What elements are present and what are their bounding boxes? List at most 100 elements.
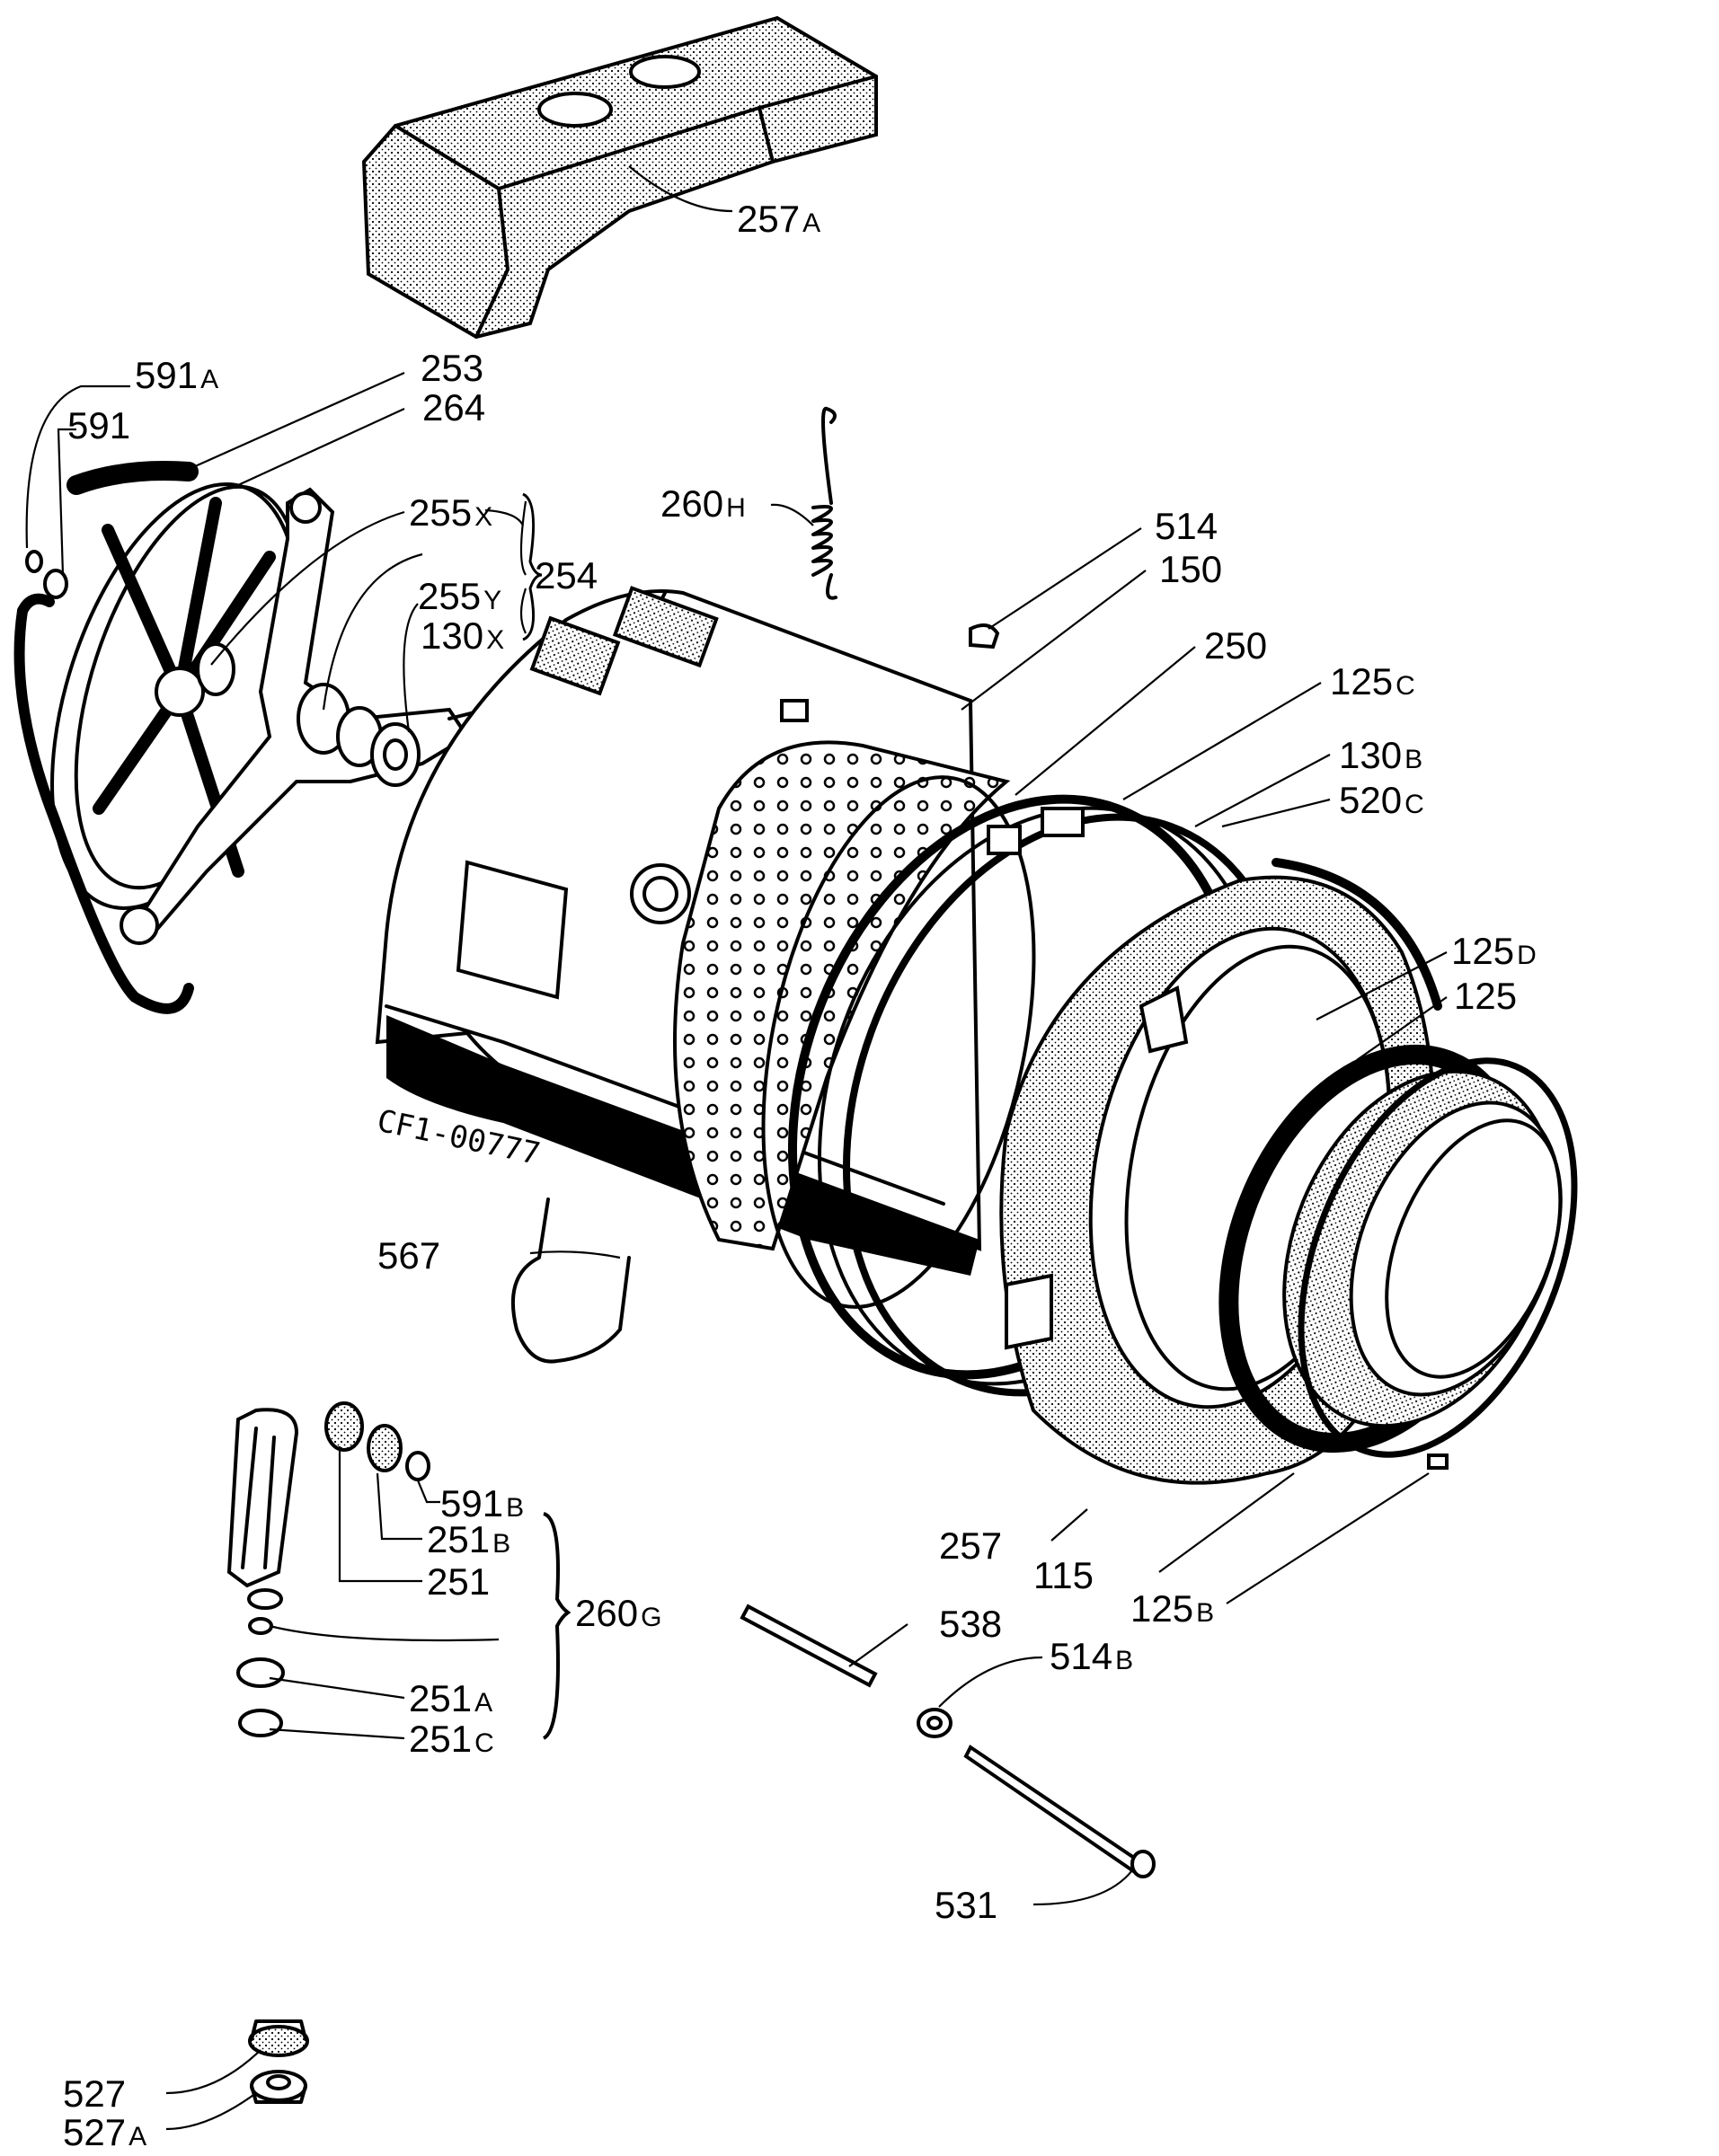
part-label-115: 115 bbox=[1033, 1554, 1094, 1596]
part-label-531: 531 bbox=[935, 1884, 997, 1926]
part-label-number: 115 bbox=[1033, 1554, 1094, 1596]
part-label-number: 538 bbox=[939, 1603, 1002, 1645]
part-label-264: 264 bbox=[422, 386, 485, 429]
part-label-number: 514 bbox=[1155, 505, 1218, 547]
part-label-number: 260 bbox=[660, 482, 723, 525]
part-label-suffix: A bbox=[128, 2122, 146, 2152]
pin-538 bbox=[740, 1604, 878, 1688]
part-label-257: 257 bbox=[939, 1524, 1002, 1567]
part-label-number: 527 bbox=[63, 2111, 126, 2153]
part-label-suffix: B bbox=[492, 1529, 510, 1559]
part-label-number: 125 bbox=[1330, 660, 1393, 702]
part-label-251: 251 bbox=[427, 1560, 490, 1603]
part-label-number: 250 bbox=[1204, 624, 1267, 667]
part-label-suffix: A bbox=[474, 1688, 492, 1718]
part-label-number: 520 bbox=[1339, 779, 1402, 821]
nut-514b bbox=[917, 1708, 953, 1738]
part-label-number: 254 bbox=[535, 554, 598, 596]
part-label-number: 255 bbox=[418, 575, 481, 617]
part-label-number: 514 bbox=[1050, 1635, 1112, 1677]
gasket-clamp-ring bbox=[1298, 1057, 1578, 1470]
part-label-suffix: B bbox=[506, 1493, 524, 1523]
part-label-suffix: G bbox=[641, 1603, 661, 1632]
washers-591 bbox=[25, 550, 68, 599]
part-label-suffix: X bbox=[486, 625, 504, 655]
part-label-number: 253 bbox=[421, 347, 483, 389]
drum-spider-bracket bbox=[120, 487, 487, 945]
part-label-567: 567 bbox=[377, 1234, 440, 1277]
part-label-538: 538 bbox=[939, 1603, 1002, 1645]
part-label-suffix: B bbox=[1115, 1646, 1133, 1675]
part-label-number: 251 bbox=[409, 1718, 472, 1760]
part-label-number: 125 bbox=[1451, 930, 1514, 972]
part-label-number: 260 bbox=[575, 1592, 638, 1634]
part-label-suffix: C bbox=[1396, 671, 1415, 701]
part-label-number: 125 bbox=[1130, 1587, 1193, 1630]
part-label-150: 150 bbox=[1159, 548, 1222, 590]
part-label-number: 591 bbox=[440, 1482, 503, 1524]
part-label-suffix: A bbox=[802, 208, 820, 238]
part-label-254: 254 bbox=[535, 554, 598, 596]
part-label-125: 125 bbox=[1454, 975, 1517, 1017]
part-label-suffix: X bbox=[474, 502, 492, 532]
part-label-number: 527 bbox=[63, 2072, 126, 2115]
part-label-527: 527 bbox=[63, 2072, 126, 2115]
part-label-number: 531 bbox=[935, 1884, 997, 1926]
part-label-suffix: A bbox=[200, 365, 218, 394]
part-label-number: 567 bbox=[377, 1234, 440, 1277]
part-label-number: 591 bbox=[135, 354, 198, 396]
part-label-number: 264 bbox=[422, 386, 485, 429]
part-label-number: 130 bbox=[421, 614, 483, 657]
tub-spring bbox=[811, 406, 837, 600]
part-label-suffix: B bbox=[1404, 745, 1422, 774]
drum-pulley bbox=[50, 461, 304, 910]
bracket-567 bbox=[510, 1197, 631, 1364]
part-label-number: 257 bbox=[737, 198, 800, 240]
shock-absorber bbox=[226, 1401, 430, 1737]
part-label-number: 257 bbox=[939, 1524, 1002, 1567]
part-label-250: 250 bbox=[1204, 624, 1267, 667]
part-label-suffix: C bbox=[1404, 790, 1424, 819]
part-label-suffix: H bbox=[726, 493, 746, 523]
part-label-number: 251 bbox=[427, 1518, 490, 1560]
part-label-suffix: C bbox=[474, 1728, 494, 1758]
part-label-number: 591 bbox=[67, 404, 130, 446]
drive-belt bbox=[13, 593, 194, 1014]
part-label-514: 514 bbox=[1155, 505, 1218, 547]
part-label-suffix: D bbox=[1517, 941, 1537, 970]
plug-514 bbox=[969, 623, 1000, 649]
part-label-suffix: Y bbox=[483, 586, 501, 615]
bolt-531 bbox=[963, 1745, 1156, 1878]
part-label-number: 251 bbox=[427, 1560, 490, 1603]
foot-527 bbox=[248, 2019, 309, 2104]
part-label-number: 150 bbox=[1159, 548, 1222, 590]
part-label-253: 253 bbox=[421, 347, 483, 389]
part-label-number: 125 bbox=[1454, 975, 1517, 1017]
part-label-591: 591 bbox=[67, 404, 130, 446]
part-label-number: 251 bbox=[409, 1677, 472, 1719]
part-label-number: 130 bbox=[1339, 734, 1402, 776]
counterweight-top bbox=[361, 15, 878, 340]
part-label-suffix: B bbox=[1196, 1598, 1214, 1628]
part-label-number: 255 bbox=[409, 491, 472, 534]
